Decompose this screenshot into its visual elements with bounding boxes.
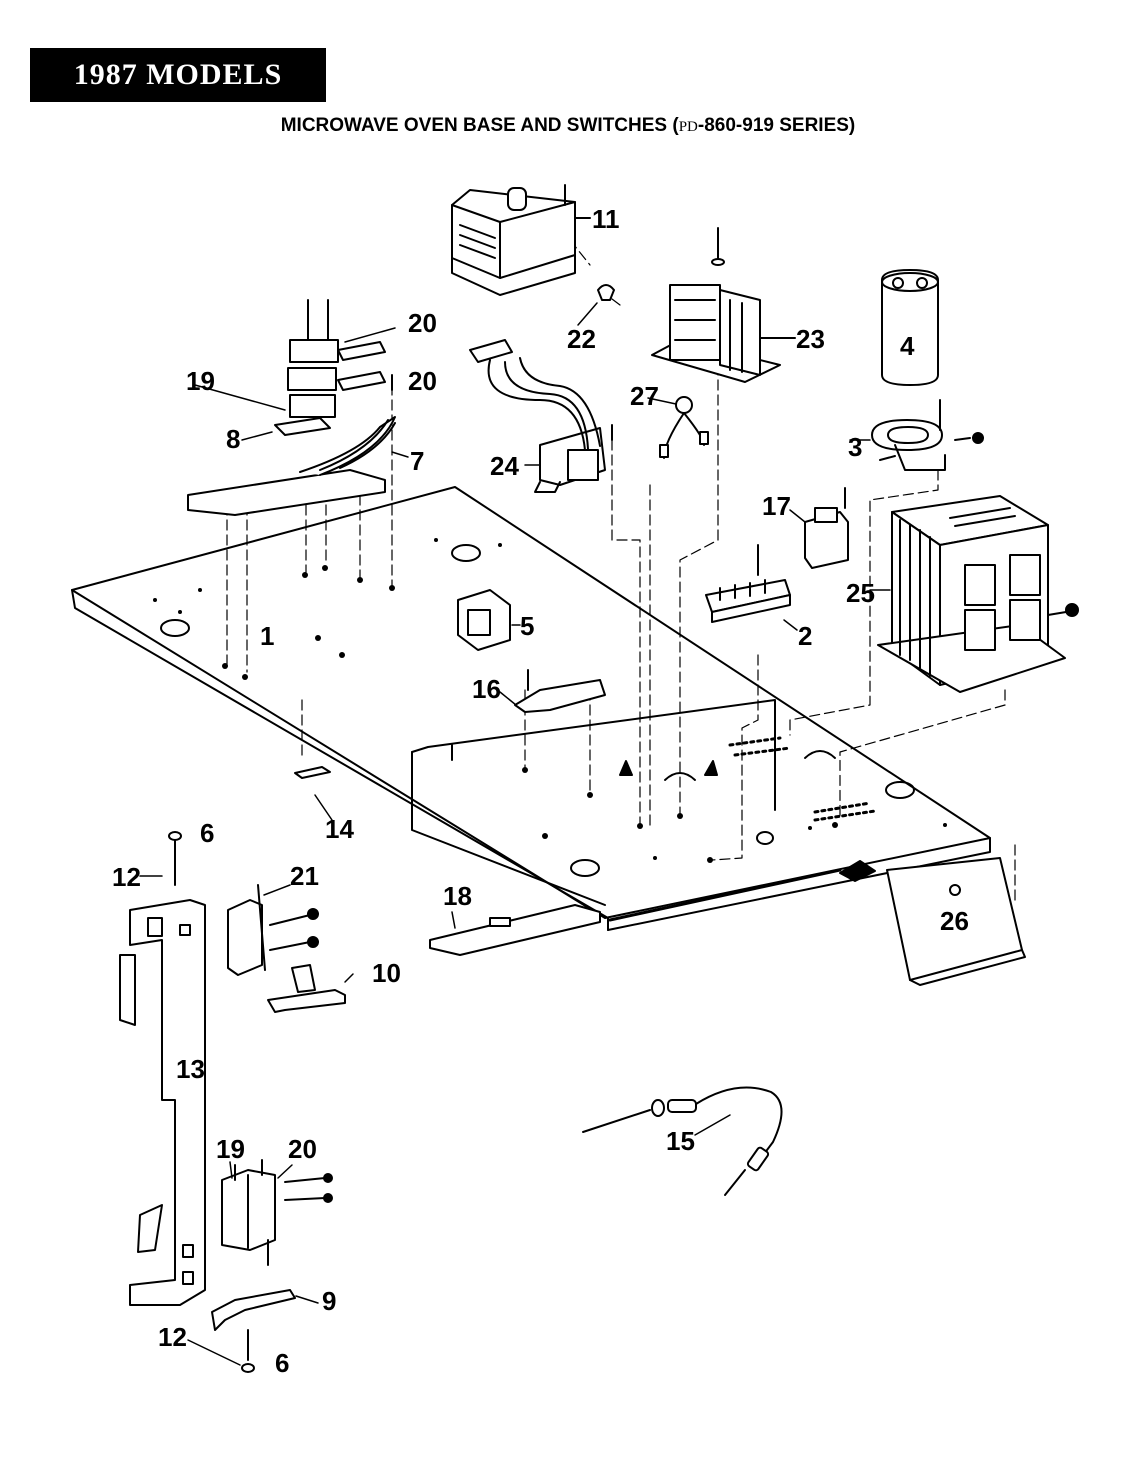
callout-11: 11: [592, 204, 620, 234]
callout-24: 24: [490, 451, 519, 481]
models-banner-text: 1987 MODELS: [73, 58, 283, 91]
thermal-parts: [597, 284, 709, 459]
callout-13: 13: [176, 1054, 205, 1084]
callout-20-top: 20: [408, 308, 437, 338]
callout-18: 18: [443, 881, 472, 911]
magnetron: [451, 184, 591, 296]
base-components: [457, 589, 606, 713]
callout-19-top: 19: [186, 366, 215, 396]
leader-lines: [139, 302, 891, 1366]
callout-14: 14: [325, 814, 354, 844]
callout-20-bottom: 20: [288, 1134, 317, 1164]
diagram-title: MICROWAVE OVEN BASE AND SWITCHES (PD-860…: [0, 115, 1136, 137]
callout-1: 1: [260, 621, 274, 651]
callout-12-bottom: 12: [158, 1322, 187, 1352]
callout-4: 4: [900, 331, 915, 361]
callout-10: 10: [372, 958, 401, 988]
door-switch-bracket: [119, 831, 346, 1373]
callout-6-top: 6: [200, 818, 214, 848]
callout-3: 3: [848, 432, 862, 462]
callout-20-middle: 20: [408, 366, 437, 396]
callout-5: 5: [520, 611, 534, 641]
callout-21: 21: [290, 861, 319, 891]
callout-12-top: 12: [112, 862, 141, 892]
callout-6-bottom: 6: [275, 1348, 289, 1378]
capacitor: [871, 269, 984, 471]
small-transformer: [469, 339, 613, 493]
callout-19-bottom: 19: [216, 1134, 245, 1164]
callout-8: 8: [226, 424, 240, 454]
callout-9: 9: [322, 1286, 336, 1316]
title-prefix: MICROWAVE OVEN BASE AND SWITCHES (: [280, 115, 679, 136]
assembly-lines: [226, 239, 1016, 906]
relay: [804, 487, 849, 569]
callout-2: 2: [798, 621, 812, 651]
callout-26: 26: [940, 906, 969, 936]
title-model-code: PD: [678, 119, 698, 135]
callout-27: 27: [630, 381, 659, 411]
part-callouts: 1 2 3 4 5 6 6 7 8 9 10 11 12 12 13 14 15…: [112, 204, 969, 1378]
callout-16: 16: [472, 674, 501, 704]
filament-transformer: [651, 227, 796, 383]
callout-25: 25: [846, 578, 875, 608]
switch-assembly-top: [187, 299, 396, 516]
callout-17: 17: [762, 491, 791, 521]
temperature-probe: [582, 1086, 783, 1196]
front-pieces: [429, 857, 1026, 986]
callout-7: 7: [410, 446, 424, 476]
callout-22: 22: [567, 324, 596, 354]
callout-23: 23: [796, 324, 825, 354]
clip: [294, 766, 331, 779]
title-suffix: -860-919 SERIES): [697, 115, 856, 136]
models-banner: 1987 MODELS: [30, 48, 326, 102]
high-voltage-transformer: [877, 495, 1079, 693]
terminal-block: [705, 544, 791, 623]
callout-15: 15: [666, 1126, 695, 1156]
